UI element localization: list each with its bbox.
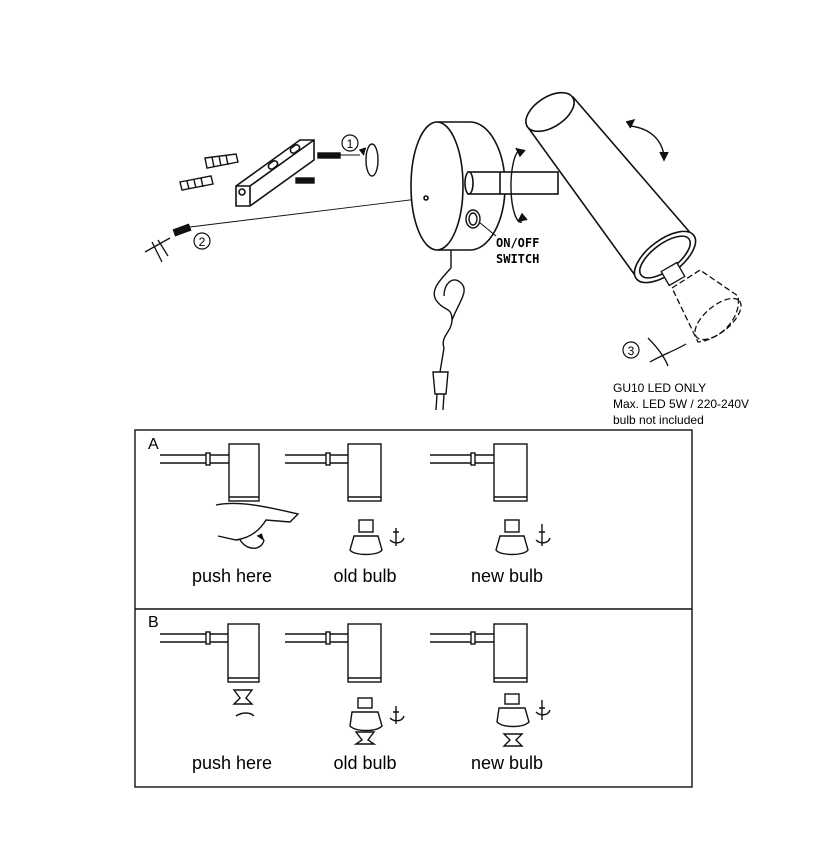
bulb-note-line3: bulb not included	[613, 413, 704, 427]
panel-b-caption-1: push here	[192, 753, 272, 773]
screwdriver-icon	[144, 237, 171, 263]
power-cable	[433, 250, 465, 373]
panel-a-caption-1: push here	[192, 566, 272, 586]
lamp-arm	[464, 171, 559, 195]
instruction-frame	[134, 429, 693, 788]
bracket-screws	[172, 152, 360, 237]
panel-b-letter: B	[148, 614, 159, 631]
alignment-line	[189, 197, 427, 228]
panel-b-step-1	[160, 623, 260, 717]
lamp-head	[525, 91, 697, 284]
panel-a-step-3	[430, 443, 551, 556]
panel-a-caption-2: old bulb	[333, 566, 396, 586]
tilt-arrow	[510, 147, 528, 223]
twist-arrow-step-3	[647, 337, 687, 367]
step-2-label: 2	[199, 235, 206, 249]
rotate-arrow-step-1	[358, 143, 379, 177]
panel-a-letter: A	[148, 436, 159, 453]
gu10-bulb-icon	[660, 261, 742, 343]
step-1-label: 1	[347, 137, 354, 151]
rotate-arrow-head	[625, 118, 669, 162]
panel-a-step-1	[160, 443, 300, 549]
wall-plugs	[179, 153, 239, 191]
switch-label-line1: ON/OFF	[496, 236, 539, 250]
step-3-label: 3	[628, 344, 635, 358]
wall-bracket	[235, 139, 315, 207]
switch-button	[465, 209, 481, 229]
panel-b-caption-2: old bulb	[333, 753, 396, 773]
switch-label-line2: SWITCH	[496, 252, 539, 266]
panel-a-caption-3: new bulb	[471, 566, 543, 586]
panel-a-step-2	[285, 443, 405, 556]
power-plug-icon	[432, 371, 449, 411]
bulb-note-line1: GU10 LED ONLY	[613, 381, 706, 395]
panel-b-step-3	[430, 623, 551, 747]
panel-b-step-2	[285, 623, 405, 745]
panel-b-caption-3: new bulb	[471, 753, 543, 773]
bulb-note-line2: Max. LED 5W / 220-240V	[613, 397, 749, 411]
